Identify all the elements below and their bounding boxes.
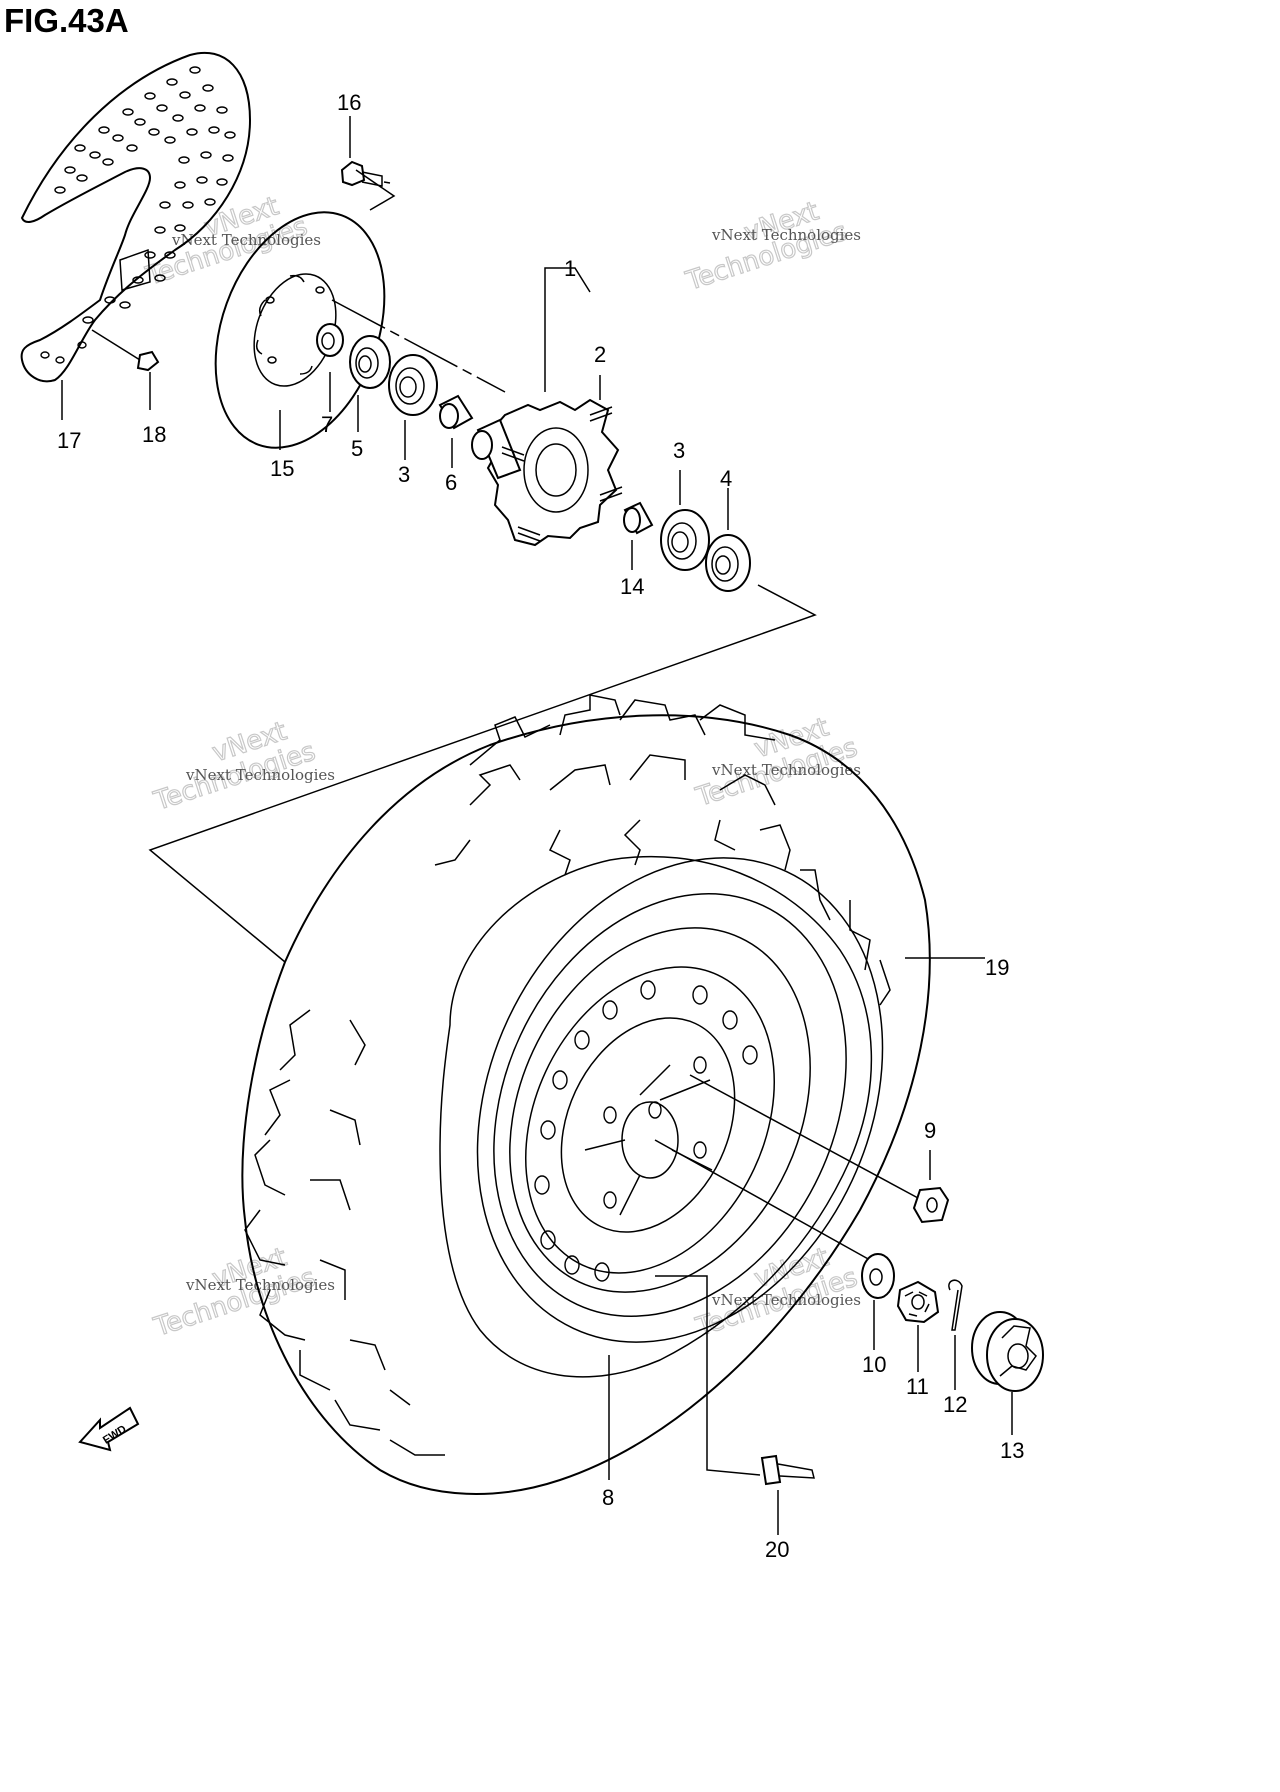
callout-5: 5	[351, 436, 363, 461]
bearing-icon	[388, 354, 438, 460]
callout-18: 18	[142, 422, 166, 447]
callout-16: 16	[337, 90, 361, 115]
bearing-icon	[660, 470, 710, 571]
spacer-icon	[623, 501, 654, 570]
wheel-rim-icon	[476, 857, 884, 1480]
castle-nut-icon	[896, 1280, 940, 1372]
bolt-icon	[91, 329, 160, 410]
watermark-text: vNext Technologies	[171, 231, 321, 249]
callout-7: 7	[321, 412, 333, 437]
oil-seal-icon	[705, 488, 751, 592]
watermark-text: vNext Technologies	[711, 1291, 861, 1309]
tire-icon	[241, 694, 985, 1495]
callout-8: 8	[602, 1485, 614, 1510]
bolt-icon	[340, 116, 396, 211]
callout-3a: 3	[398, 462, 410, 487]
callout-12: 12	[943, 1392, 967, 1417]
callout-17: 17	[57, 428, 81, 453]
callout-10: 10	[862, 1352, 886, 1377]
hub-cap-icon	[971, 1311, 1044, 1435]
disc-cover-icon	[20, 51, 252, 420]
callout-15: 15	[270, 456, 294, 481]
oil-seal-icon	[349, 335, 391, 432]
wheel-nut-icon	[912, 1150, 950, 1224]
valve-stem-icon	[760, 1454, 815, 1535]
stud-bolt-icon	[501, 406, 623, 542]
watermark-text: vNext Technologies	[185, 1276, 335, 1294]
callout-11: 11	[906, 1374, 929, 1399]
washer-icon	[861, 1253, 895, 1350]
callout-9: 9	[924, 1118, 936, 1143]
callout-19: 19	[985, 955, 1009, 980]
collar-icon	[316, 323, 344, 412]
callout-1: 1	[564, 256, 576, 281]
callout-3b: 3	[673, 438, 685, 463]
watermark-text: vNext Technologies	[711, 226, 861, 244]
callout-20: 20	[765, 1537, 789, 1562]
fwd-arrow-icon: FWD	[78, 1406, 140, 1452]
hub-icon	[471, 267, 623, 547]
cotter-pin-icon	[948, 1279, 963, 1390]
callout-labels: 16 1 2 17 18 7 5 3 6 15 3 4 14 19 9 10 1…	[57, 90, 1024, 1562]
callout-2: 2	[594, 342, 606, 367]
callout-14: 14	[620, 574, 644, 599]
spacer-icon	[438, 394, 474, 468]
watermark-text: vNext Technologies	[711, 761, 861, 779]
callout-13: 13	[1000, 1438, 1024, 1463]
watermark-text: vNext Technologies	[185, 766, 335, 784]
callout-6: 6	[445, 470, 457, 495]
figure-title: FIG.43A	[4, 2, 129, 39]
callout-4: 4	[720, 466, 732, 491]
